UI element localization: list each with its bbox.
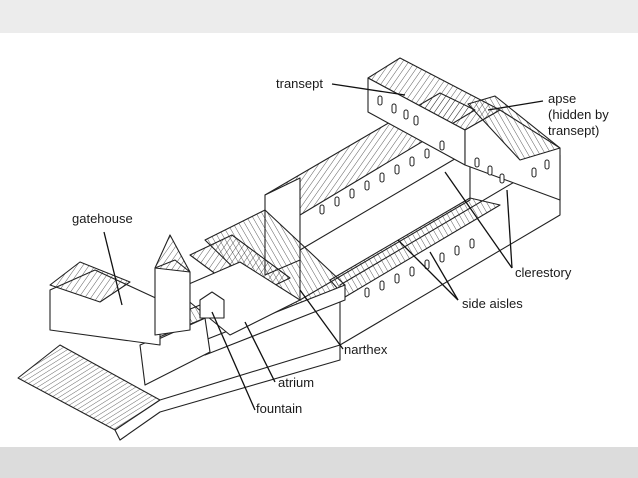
label-gatehouse: gatehouse — [72, 211, 133, 226]
label-transept: transept — [276, 76, 323, 91]
label-fountain: fountain — [256, 401, 302, 416]
label-apse-note-1: (hidden by — [548, 107, 609, 122]
label-apse: apse — [548, 91, 576, 106]
label-atrium: atrium — [278, 375, 314, 390]
aisle-outer-wall — [339, 154, 561, 346]
bottom-band — [0, 447, 638, 478]
gatehouse-spire — [154, 234, 191, 273]
top-band — [0, 0, 638, 33]
leader-lines — [103, 83, 544, 411]
labels: transept apse (hidden by transept) gateh… — [72, 76, 609, 416]
label-clerestory: clerestory — [515, 265, 572, 280]
windows — [319, 95, 550, 298]
label-narthex: narthex — [344, 342, 388, 357]
base-wall — [114, 344, 341, 441]
label-side-aisles: side aisles — [462, 296, 523, 311]
gatehouse-roof — [49, 261, 131, 303]
fountain-kiosk — [199, 291, 225, 319]
label-apse-note-2: transept) — [548, 123, 599, 138]
atrium-court — [174, 261, 301, 336]
apse-roof — [467, 95, 561, 161]
